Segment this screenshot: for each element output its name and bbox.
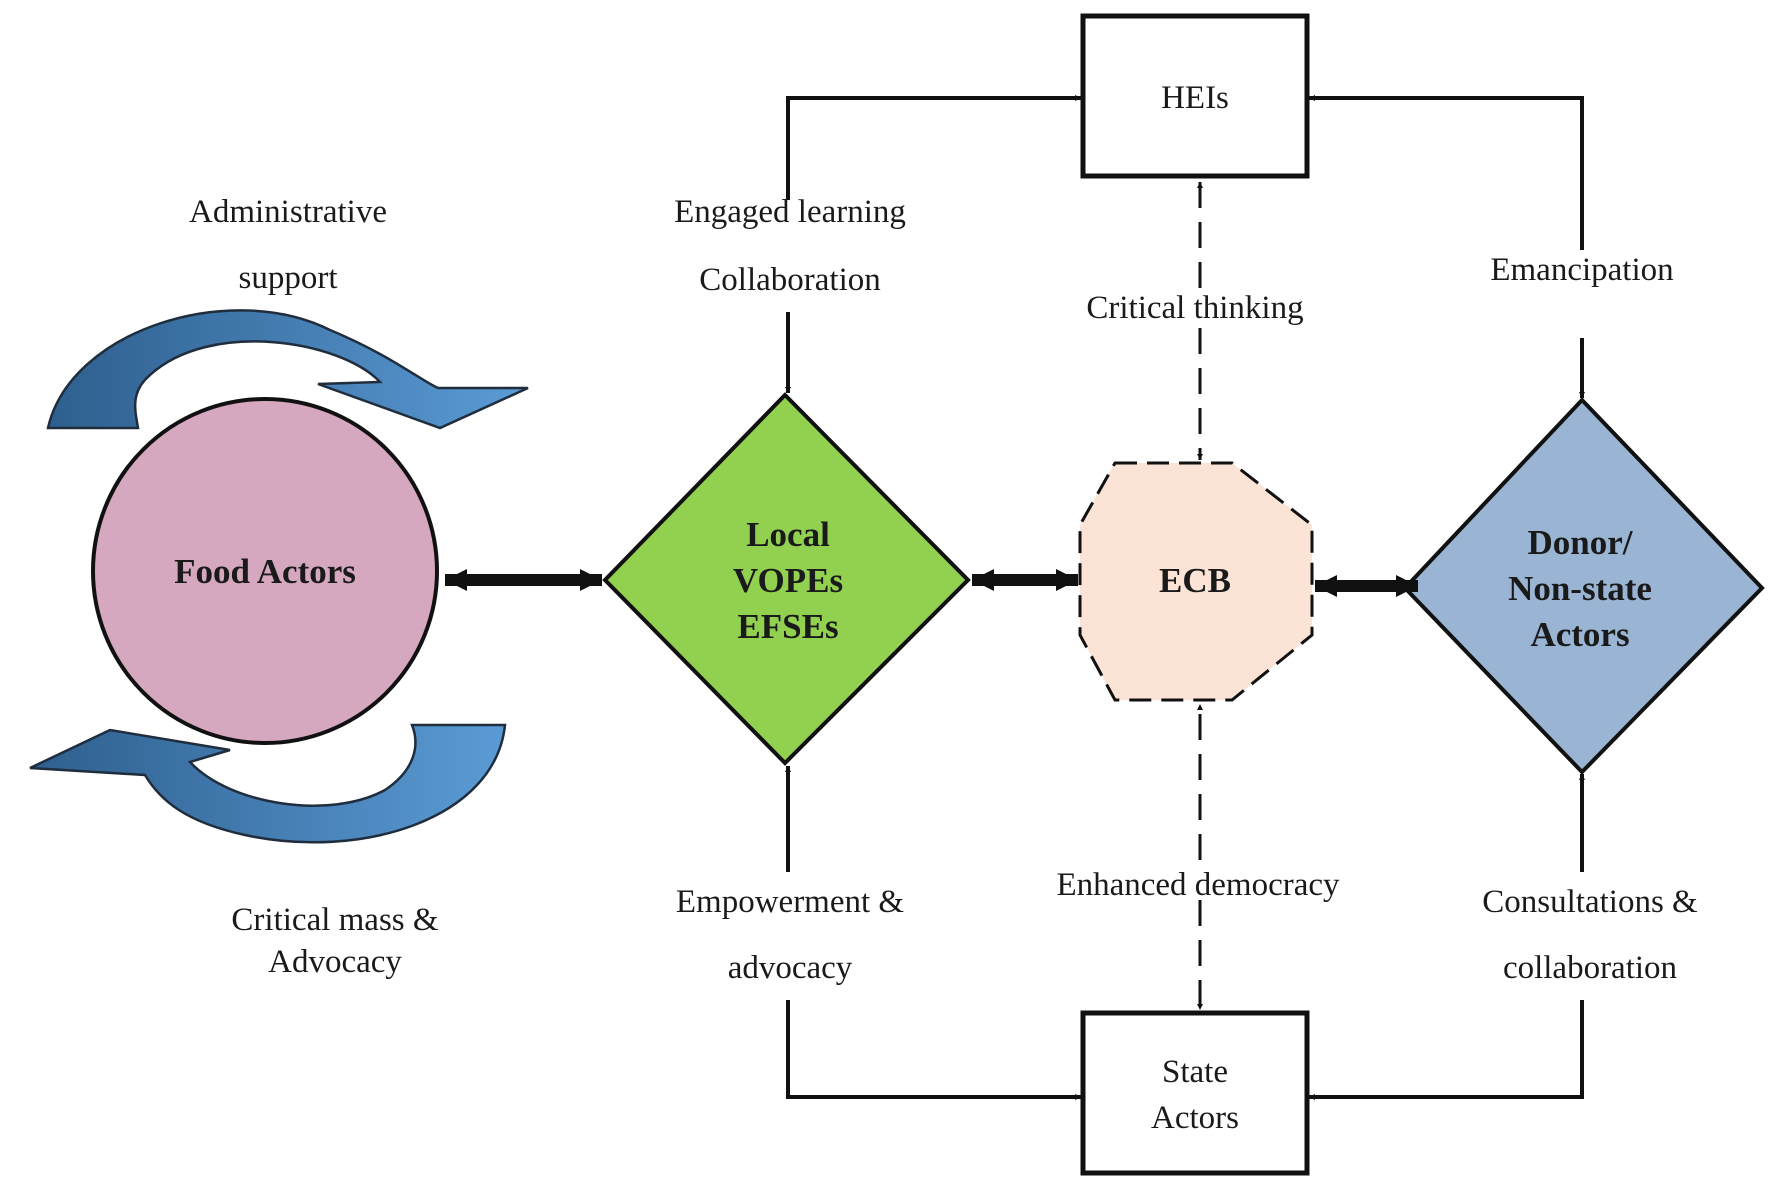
ecb-label: ECB <box>1159 561 1231 600</box>
consultations-line-1: Consultations & <box>1482 884 1698 920</box>
state-actors-node <box>1080 1010 1310 1176</box>
cycle-arrow-top-icon <box>46 309 529 430</box>
donor-to-state-line <box>1309 1000 1584 1100</box>
local-label-line-1: Local <box>746 515 830 554</box>
critical-mass-line-2: Advocacy <box>268 944 402 980</box>
empowerment-line-1: Empowerment & <box>676 884 905 920</box>
donor-non-state-actors-node <box>1402 397 1765 775</box>
food-actors-node <box>91 397 439 745</box>
critical-mass-line-1: Critical mass & <box>231 902 438 938</box>
critical-thinking-label: Critical thinking <box>1086 290 1303 326</box>
ecb-node <box>1078 461 1314 702</box>
food-actors-label: Food Actors <box>174 552 356 591</box>
heis-node <box>1080 13 1310 179</box>
administrative-support-line-1: Administrative <box>189 194 387 230</box>
state-label-line-2: Actors <box>1151 1100 1239 1136</box>
collaboration-label: Collaboration <box>699 262 880 298</box>
donor-label-line-2: Non-state <box>1508 569 1652 608</box>
enhanced-democracy-label: Enhanced democracy <box>1056 867 1340 903</box>
local-label-line-2: VOPEs <box>733 561 843 600</box>
administrative-support-line-2: support <box>239 260 338 296</box>
engaged-learning-label: Engaged learning <box>674 194 906 230</box>
donor-label-line-1: Donor/ <box>1528 523 1634 562</box>
local-to-state-line <box>786 1000 1081 1100</box>
local-to-heis-line <box>786 95 1081 200</box>
consultations-line-2: collaboration <box>1503 950 1677 986</box>
cycle-arrow-bottom-icon <box>29 723 507 844</box>
donor-to-heis-line <box>1309 95 1584 250</box>
local-vopes-efses-node <box>602 392 971 766</box>
heis-label: HEIs <box>1161 80 1229 116</box>
emancipation-label: Emancipation <box>1490 252 1673 288</box>
state-label-line-1: State <box>1162 1054 1228 1090</box>
local-label-line-3: EFSEs <box>737 607 838 646</box>
empowerment-line-2: advocacy <box>728 950 853 986</box>
donor-label-line-3: Actors <box>1530 615 1629 654</box>
